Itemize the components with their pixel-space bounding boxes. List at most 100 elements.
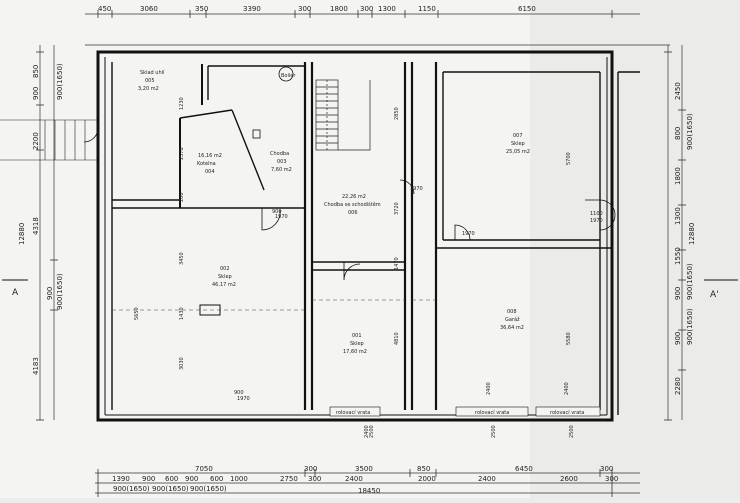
- right-dim: 800: [674, 127, 682, 140]
- beam-lines: [112, 299, 436, 311]
- right-dim: 900(1650): [686, 113, 694, 150]
- interior-dim: 200: [179, 192, 185, 202]
- outer-wall: [96, 50, 614, 422]
- room-002: 002 Sklep 46,17 m2: [212, 266, 236, 288]
- bottom-dim: 3500: [355, 465, 373, 473]
- bottom-dim: 2000: [418, 475, 436, 483]
- walls: [96, 50, 640, 422]
- interior-dim: 1100: [590, 211, 603, 217]
- room-008: 008 Garáž 36,64 m2: [500, 309, 524, 331]
- room-area: 25,05 m2: [506, 149, 530, 155]
- interior-dim: 2500: [491, 425, 497, 438]
- bottom-dim: 300: [600, 465, 613, 473]
- paper-shadow: [530, 0, 740, 498]
- bottom-dim: 2600: [560, 475, 578, 483]
- interior-dim: 3720: [394, 202, 400, 215]
- room-003: Chodba 003 7,60 m2: [270, 151, 292, 173]
- bottom-dim: 2400: [345, 475, 363, 483]
- bottom-dim: 850: [417, 465, 430, 473]
- top-dim: 1150: [418, 5, 436, 13]
- left-dim: 12880: [18, 223, 26, 245]
- interior-dim: 1970: [462, 231, 475, 237]
- left-dim: 900(1650): [56, 63, 64, 100]
- right-dim: 900(1650): [686, 263, 694, 300]
- interior-dim: 4810: [394, 332, 400, 345]
- top-dim: 1800: [330, 5, 348, 13]
- interior-dim: 3450: [179, 252, 185, 265]
- bottom-dim: 900: [185, 475, 198, 483]
- bottom-dim: 1390: [112, 475, 130, 483]
- bottom-dim: 900(1650): [113, 485, 150, 493]
- left-dim: 900: [32, 87, 40, 100]
- external-stair: [0, 119, 98, 161]
- interior-dim: 5700: [566, 152, 572, 165]
- room-label: 002: [220, 266, 230, 272]
- interior-dim: 1970: [237, 396, 250, 402]
- room-area: 36,64 m2: [500, 325, 524, 331]
- section-mark-left: A: [12, 288, 19, 298]
- interior-dim: 2400: [564, 382, 570, 395]
- room-label: Sklad uhlí: [140, 69, 165, 76]
- gate-label: rolovací vrata: [475, 409, 509, 416]
- gate-label: rolovací vrata: [550, 409, 584, 416]
- interior-dim: 1470: [394, 257, 400, 270]
- dimension-ticks: [36, 10, 686, 497]
- room-area: 006: [348, 210, 358, 216]
- bottom-dim: 2750: [280, 475, 298, 483]
- top-dim: 3390: [243, 5, 261, 13]
- room-label: 001: [352, 333, 362, 339]
- interior-dim: 2850: [394, 107, 400, 120]
- left-dim: 4318: [32, 217, 40, 235]
- room-area: 7,60 m2: [271, 167, 292, 173]
- room-label: 16,16 m2: [198, 153, 222, 159]
- room-007: 007 Sklep 25,05 m2: [506, 133, 530, 155]
- room-area: 17,60 m2: [343, 349, 367, 355]
- left-dim: 900: [46, 287, 54, 300]
- interior-dim: 3030: [179, 357, 185, 370]
- top-dim: 350: [195, 5, 208, 13]
- room-001: 001 Sklep 17,60 m2: [343, 333, 367, 355]
- room-label: Chodba se schodištěm: [324, 201, 381, 208]
- interior-dim: 1970: [410, 186, 423, 192]
- interior-dim: 5650: [134, 307, 140, 320]
- interior-dim: 5580: [566, 332, 572, 345]
- left-dim: 900(1650): [56, 273, 64, 310]
- room-label: Sklep: [511, 141, 525, 147]
- right-dim: 2280: [674, 377, 682, 395]
- left-dim: 2200: [32, 132, 40, 150]
- interior-dim: 900: [272, 209, 282, 215]
- right-dim: 900: [674, 287, 682, 300]
- interior-dim: 2500: [369, 425, 375, 438]
- interior-dim: 1970: [590, 218, 603, 224]
- room-005: Sklad uhlí 005 3,20 m2: [138, 69, 165, 92]
- bottom-dim: 300: [605, 475, 618, 483]
- room-label: Sklep: [218, 274, 232, 280]
- top-dim: 450: [98, 5, 111, 13]
- right-dim: 900(1650): [686, 308, 694, 345]
- interior-dim: 900: [234, 390, 244, 396]
- right-dim: 900: [674, 332, 682, 345]
- room-label: 005: [145, 78, 155, 84]
- bottom-dim: 600: [165, 475, 178, 483]
- doors: [83, 66, 616, 316]
- interior-dim: 2400: [364, 425, 370, 438]
- bottom-dim: 900: [142, 475, 155, 483]
- room-label: 008: [507, 309, 517, 315]
- interior-dim: 2500: [569, 425, 575, 438]
- top-dim: 3060: [140, 5, 158, 13]
- room-area: 3,20 m2: [138, 86, 159, 92]
- boiler-label: Boiler: [281, 73, 296, 79]
- staircase: [315, 79, 371, 151]
- interior-dim: 1430: [179, 307, 185, 320]
- room-006: 22,26 m2 Chodba se schodištěm 006: [324, 194, 381, 216]
- room-label: Chodba: [270, 151, 289, 157]
- right-dim: 1800: [674, 167, 682, 185]
- room-004: 16,16 m2 Kotelna 004: [197, 153, 222, 175]
- interior-dim: 1970: [275, 214, 288, 220]
- room-label: 007: [513, 133, 523, 139]
- bottom-dim: 900(1650): [152, 485, 189, 493]
- room-label: Garáž: [505, 316, 520, 323]
- room-label: Kotelna: [197, 161, 216, 167]
